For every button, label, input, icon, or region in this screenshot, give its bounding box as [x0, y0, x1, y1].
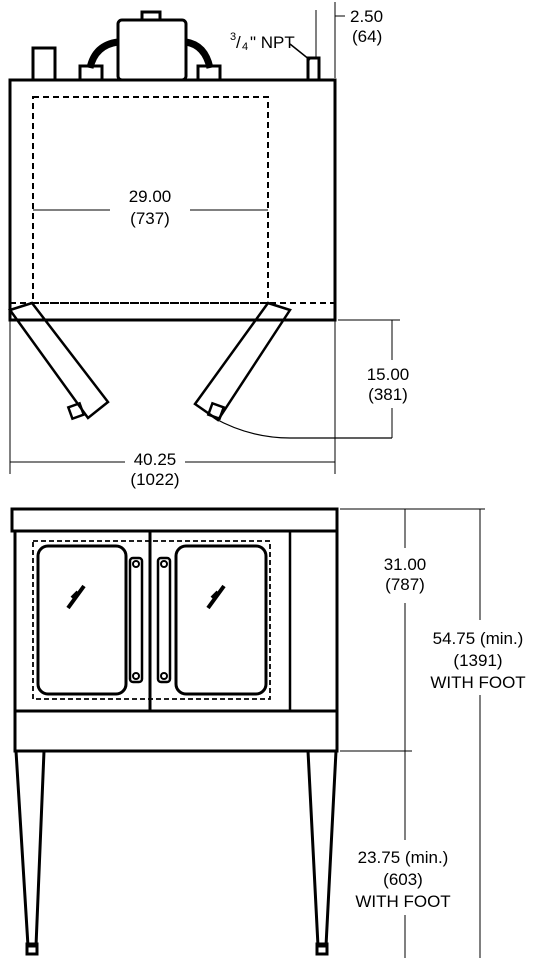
- right-door-handle-front: [156, 556, 172, 684]
- right-foot: [315, 942, 329, 956]
- offset-value-in: 2.50: [350, 7, 383, 26]
- offset-value-mm: (64): [352, 27, 382, 46]
- npt-fraction-numerator: 3: [230, 31, 236, 43]
- cavity-width-in: 29.00: [129, 187, 172, 206]
- cavity-width-mm: (737): [130, 209, 170, 228]
- oven-base: [13, 709, 339, 753]
- overall-width-mm: (1022): [130, 470, 179, 489]
- left-door-window: [36, 544, 128, 696]
- left-foot: [25, 942, 39, 956]
- left-door-handle: [66, 401, 86, 421]
- gas-connection: [306, 56, 321, 82]
- blower-housing: [116, 18, 188, 82]
- conduit-left: [86, 38, 119, 69]
- top-left-fitting: [31, 46, 57, 82]
- left-door-handle-front: [128, 556, 144, 684]
- npt-label: " NPT: [250, 33, 295, 52]
- body-height-in: 31.00: [384, 555, 427, 574]
- conduit-right-fitting: [196, 64, 222, 82]
- front-view: 31.00 (787) 54.75 (min.) (1391) WITH FOO…: [10, 507, 526, 958]
- blower-cap: [140, 10, 162, 22]
- total-height-line1: 54.75 (min.): [433, 629, 524, 648]
- handle-cap: [132, 672, 140, 680]
- handle-cap: [160, 672, 168, 680]
- top-view-body: [8, 78, 337, 322]
- npt-slash: /: [236, 33, 241, 52]
- right-window-glare: [206, 584, 226, 610]
- total-height-line2: (1391): [453, 651, 502, 670]
- leg-height-line3: WITH FOOT: [355, 892, 450, 911]
- top-view: 2.50 (64) 3 / 4 " NPT 29.00 (737) 15.00 …: [7, 2, 410, 489]
- right-door-handle: [206, 401, 226, 421]
- handle-cap: [132, 560, 140, 568]
- conduit-left-fitting: [78, 64, 104, 82]
- leg-height-line1: 23.75 (min.): [358, 848, 449, 867]
- right-leg: [306, 750, 338, 948]
- left-window-glare: [66, 584, 86, 610]
- right-door-window: [174, 544, 268, 696]
- oven-top-trim: [10, 507, 339, 533]
- door-swing-mm: (381): [368, 385, 408, 404]
- npt-fraction-denominator: 4: [242, 41, 248, 53]
- handle-cap: [160, 560, 168, 568]
- npt-leader: [289, 43, 311, 61]
- door-swing-arc: [213, 417, 392, 439]
- overall-width-in: 40.25: [134, 450, 177, 469]
- total-height-line3: WITH FOOT: [430, 673, 525, 692]
- door-swing-in: 15.00: [367, 365, 410, 384]
- left-door: [7, 301, 110, 420]
- leg-height-line2: (603): [383, 870, 423, 889]
- left-leg: [14, 750, 46, 948]
- body-height-mm: (787): [385, 575, 425, 594]
- conduit-right: [185, 38, 214, 69]
